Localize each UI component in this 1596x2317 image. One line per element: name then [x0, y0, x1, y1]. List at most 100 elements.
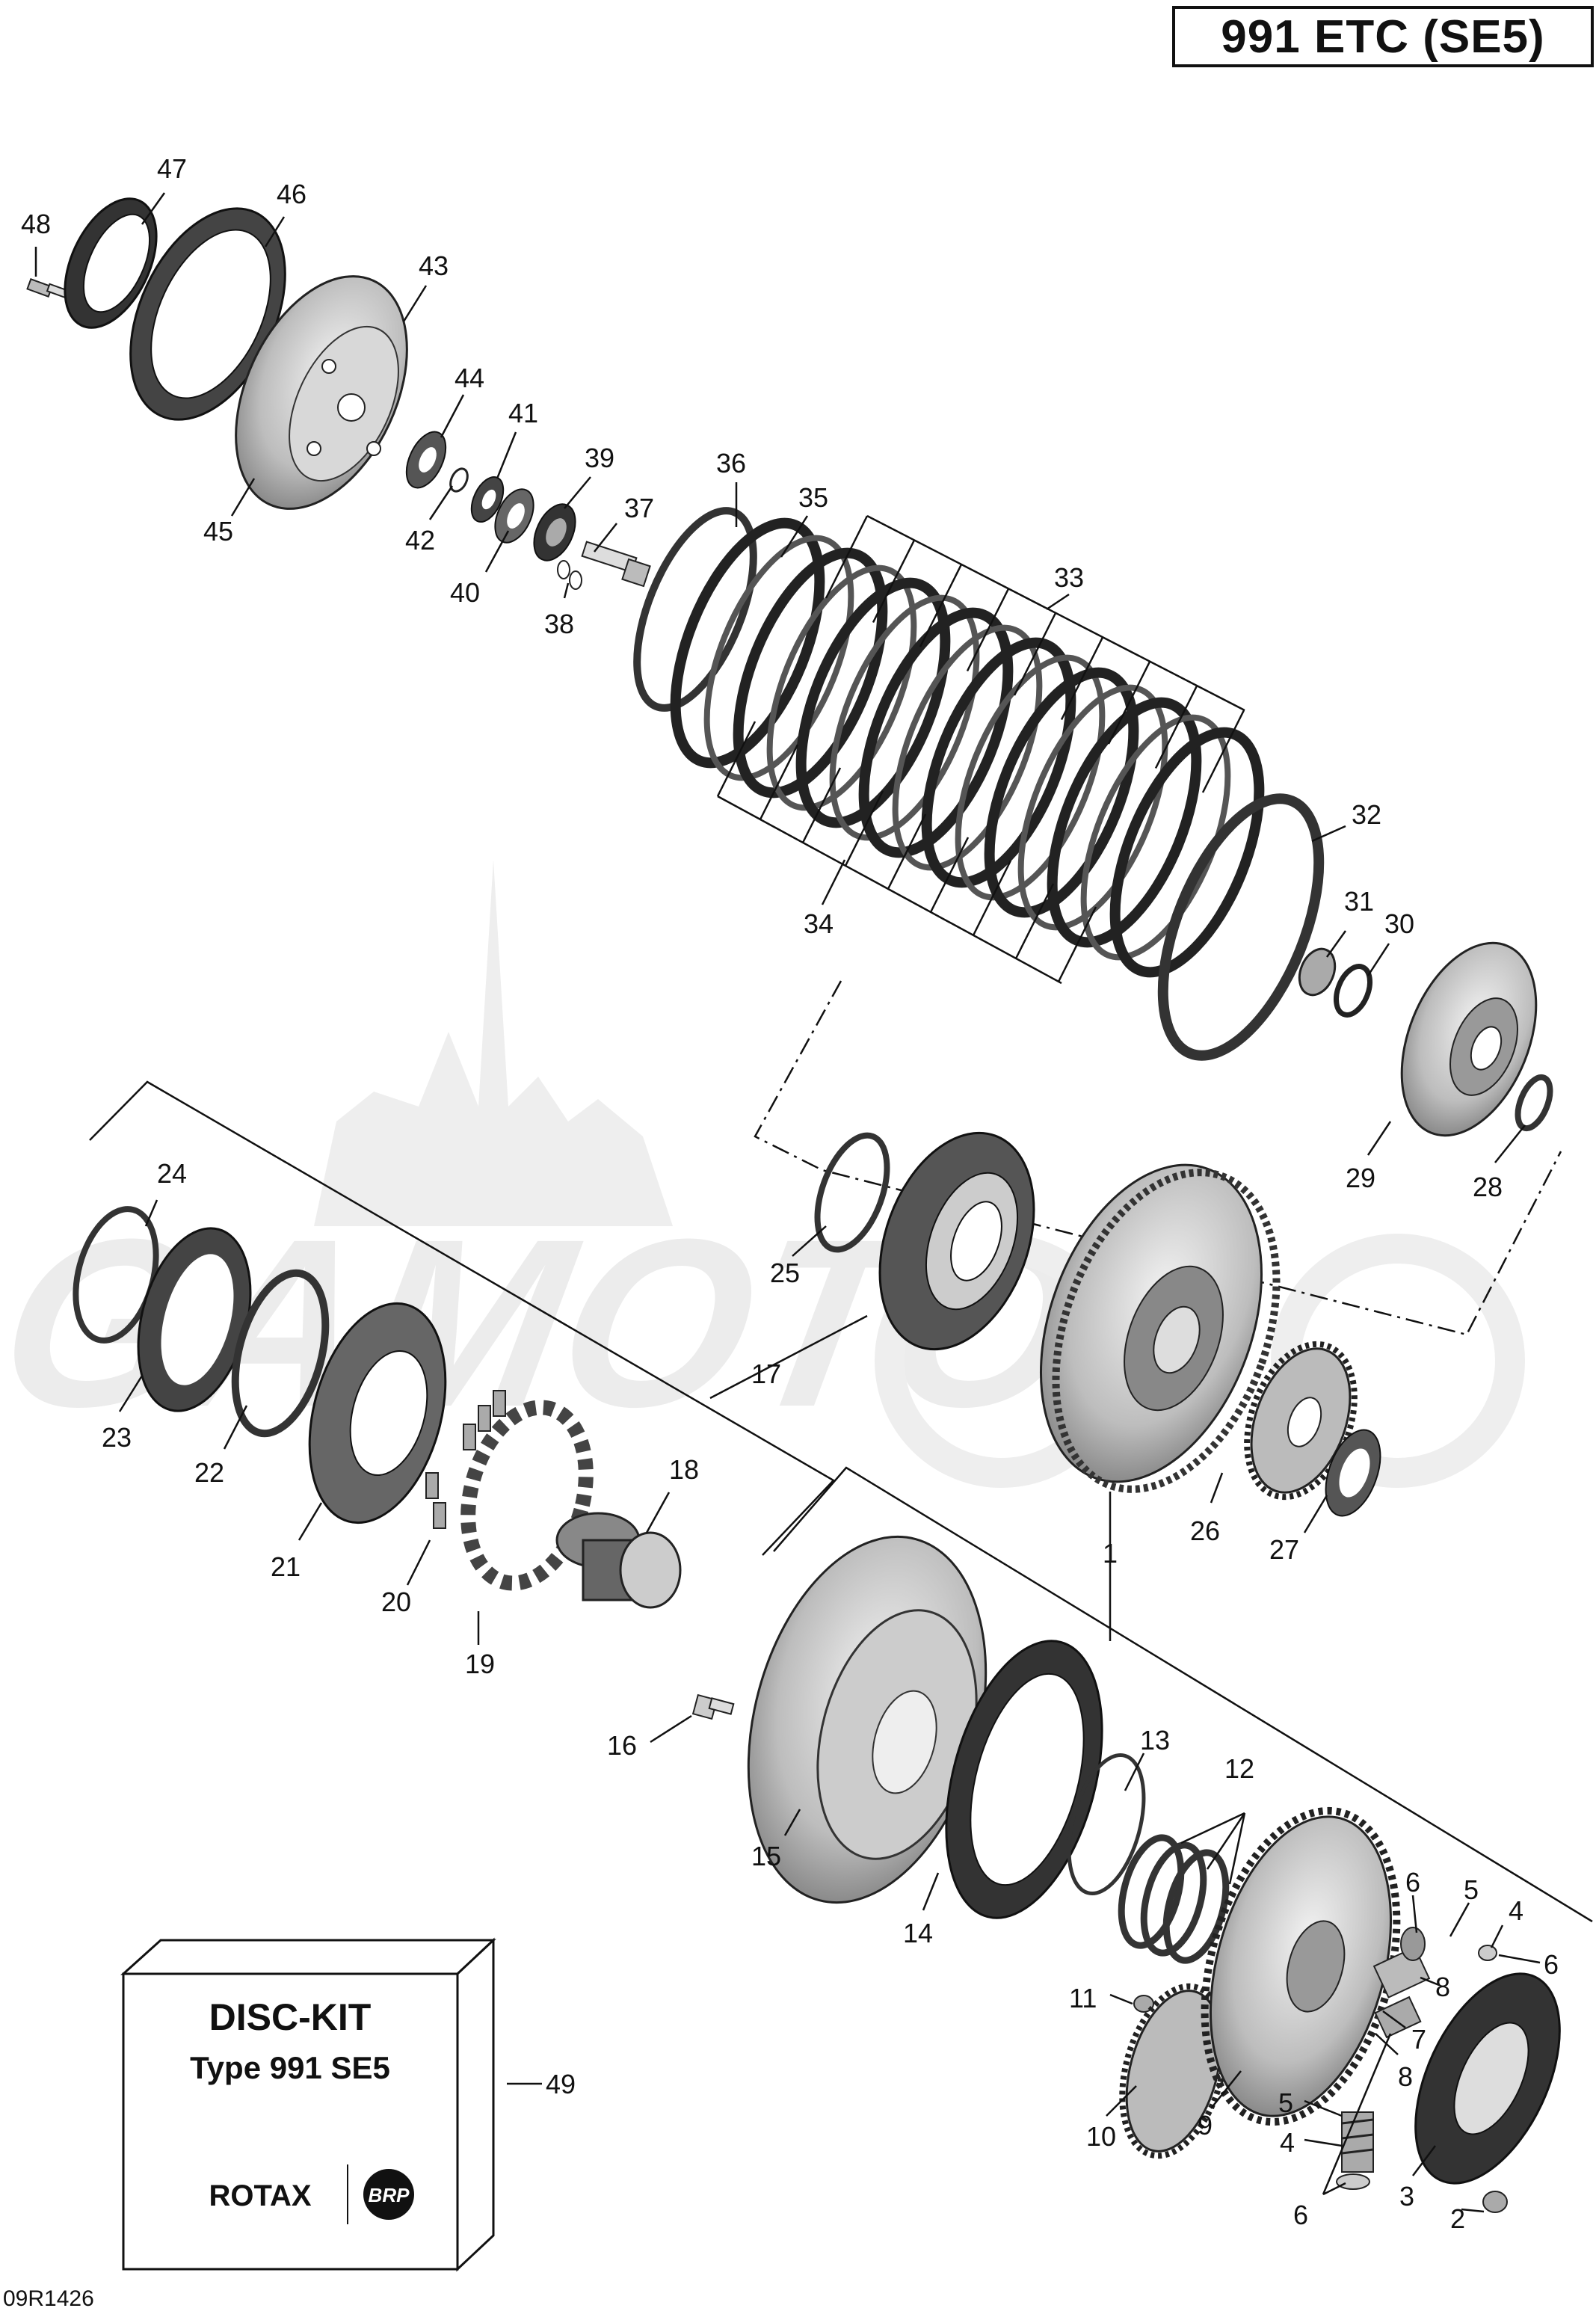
callout-15: 15: [751, 1841, 781, 1871]
pressure-plate-3: [1414, 1972, 1561, 2185]
callout-19: 19: [465, 1649, 495, 1679]
washer-44: [405, 431, 447, 489]
callout-31: 31: [1344, 886, 1374, 917]
callout-43: 43: [419, 250, 449, 281]
callout-35: 35: [798, 482, 828, 513]
bracket-34: [716, 721, 1097, 985]
friction-plate-14: [945, 1640, 1103, 1919]
clutch-disc-icon: [1047, 697, 1202, 948]
callout-8b: 8: [1398, 2061, 1413, 2092]
callout-6c: 6: [1293, 2200, 1308, 2230]
clutch-disc-icon: [892, 624, 1043, 871]
washer-27: [1325, 1429, 1381, 1517]
pressure-cover: [235, 275, 408, 510]
rotax-logo: ROTAX: [209, 2179, 311, 2212]
callout-49: 49: [546, 2069, 576, 2099]
diagram-title: 991 ETC (SE5): [1172, 6, 1594, 67]
callout-40: 40: [450, 577, 480, 608]
sprag-plate-21: [308, 1302, 447, 1524]
callout-1: 1: [1103, 1538, 1118, 1569]
callout-32: 32: [1352, 799, 1381, 830]
clutch-disc-icon: [766, 564, 917, 811]
clutch-disc-stack: [670, 517, 1265, 978]
callout-4a: 4: [1509, 1895, 1523, 1926]
callout-4b: 4: [1280, 2127, 1295, 2158]
callout-27: 27: [1269, 1534, 1299, 1565]
clutch-disc-icon: [703, 535, 854, 781]
callout-28: 28: [1473, 1172, 1503, 1202]
callout-26: 26: [1190, 1516, 1220, 1546]
bolt-icon: [26, 278, 70, 299]
assembly-bracket-lines: [89, 1080, 1593, 1923]
circlip-25: [814, 1132, 890, 1253]
bearing-39: [533, 503, 576, 561]
clutch-disc-icon: [984, 667, 1139, 918]
nut-11: [1133, 1995, 1154, 2013]
spring-icon: [1336, 1927, 1497, 2190]
sleeve-18: [555, 1512, 682, 1609]
clutch-disc-icon: [795, 577, 951, 828]
callout-25: 25: [770, 1258, 800, 1288]
one-way-clutch-cage: [878, 1131, 1035, 1351]
callout-2: 2: [1450, 2203, 1465, 2234]
callout-13: 13: [1140, 1725, 1170, 1756]
clutch-disc-icon: [858, 607, 1014, 858]
washer-30: [1334, 964, 1372, 1018]
nut-2: [1482, 2191, 1508, 2213]
callout-22: 22: [194, 1457, 224, 1488]
callout-34: 34: [804, 908, 834, 939]
push-rod: [581, 541, 651, 588]
clutch-disc-icon: [733, 547, 888, 799]
washer-23: [137, 1227, 252, 1412]
callout-39: 39: [585, 443, 614, 473]
callout-48: 48: [21, 209, 51, 239]
bolt-16: [691, 1693, 735, 1720]
callout-3: 3: [1399, 2181, 1414, 2212]
bracket-33: [825, 514, 1245, 793]
callout-7: 7: [1411, 2024, 1426, 2055]
clutch-disc-icon: [1017, 684, 1168, 931]
callout-44: 44: [455, 363, 484, 393]
callout-8a: 8: [1435, 1972, 1450, 2002]
callout-46: 46: [277, 179, 306, 209]
ring-22: [231, 1269, 330, 1438]
callout-45: 45: [203, 516, 233, 547]
rollers-20: [425, 1390, 506, 1529]
callout-12: 12: [1224, 1753, 1254, 1784]
o-rings: [557, 560, 582, 590]
callout-30: 30: [1384, 908, 1414, 939]
callout-47: 47: [157, 153, 187, 184]
clutch-drum-15: [747, 1535, 988, 1904]
kit-title: DISC-KIT: [209, 1996, 372, 2038]
brp-logo-text: BRP: [369, 2184, 410, 2206]
clutch-hub: [1400, 941, 1538, 1137]
callout-17: 17: [751, 1358, 781, 1389]
clutch-disc-icon: [829, 594, 980, 841]
cover-gasket: [129, 207, 286, 421]
circlip-42: [449, 467, 469, 493]
clutch-housing: [1040, 1163, 1281, 1493]
callout-41: 41: [508, 398, 538, 428]
nut-31: [1298, 947, 1337, 997]
washer-28: [1515, 1074, 1553, 1132]
callout-9: 9: [1198, 2110, 1213, 2141]
clutch-disc-icon: [670, 517, 825, 769]
callout-33: 33: [1054, 562, 1084, 593]
callout-labels: 48 47 46 43 44 41 39 45 42 40 37 38 36 3…: [21, 153, 1559, 2234]
callout-29: 29: [1346, 1163, 1375, 1193]
kit-subtitle: Type 991 SE5: [190, 2050, 390, 2085]
end-plate-32: [1157, 793, 1325, 1061]
clutch-disc-icon: [955, 654, 1106, 901]
callout-6b: 6: [1544, 1949, 1559, 1980]
callout-16: 16: [607, 1730, 637, 1761]
drawing-code: 09R1426: [3, 2286, 94, 2311]
callout-23: 23: [102, 1422, 132, 1453]
clutch-disc-icon: [921, 637, 1076, 888]
spring-cage-19: [460, 1400, 594, 1591]
callout-5b: 5: [1278, 2087, 1293, 2118]
callout-37: 37: [624, 493, 654, 523]
callout-36: 36: [716, 448, 746, 479]
clutch-disc-icon: [1109, 727, 1265, 978]
callout-14: 14: [903, 1918, 933, 1948]
